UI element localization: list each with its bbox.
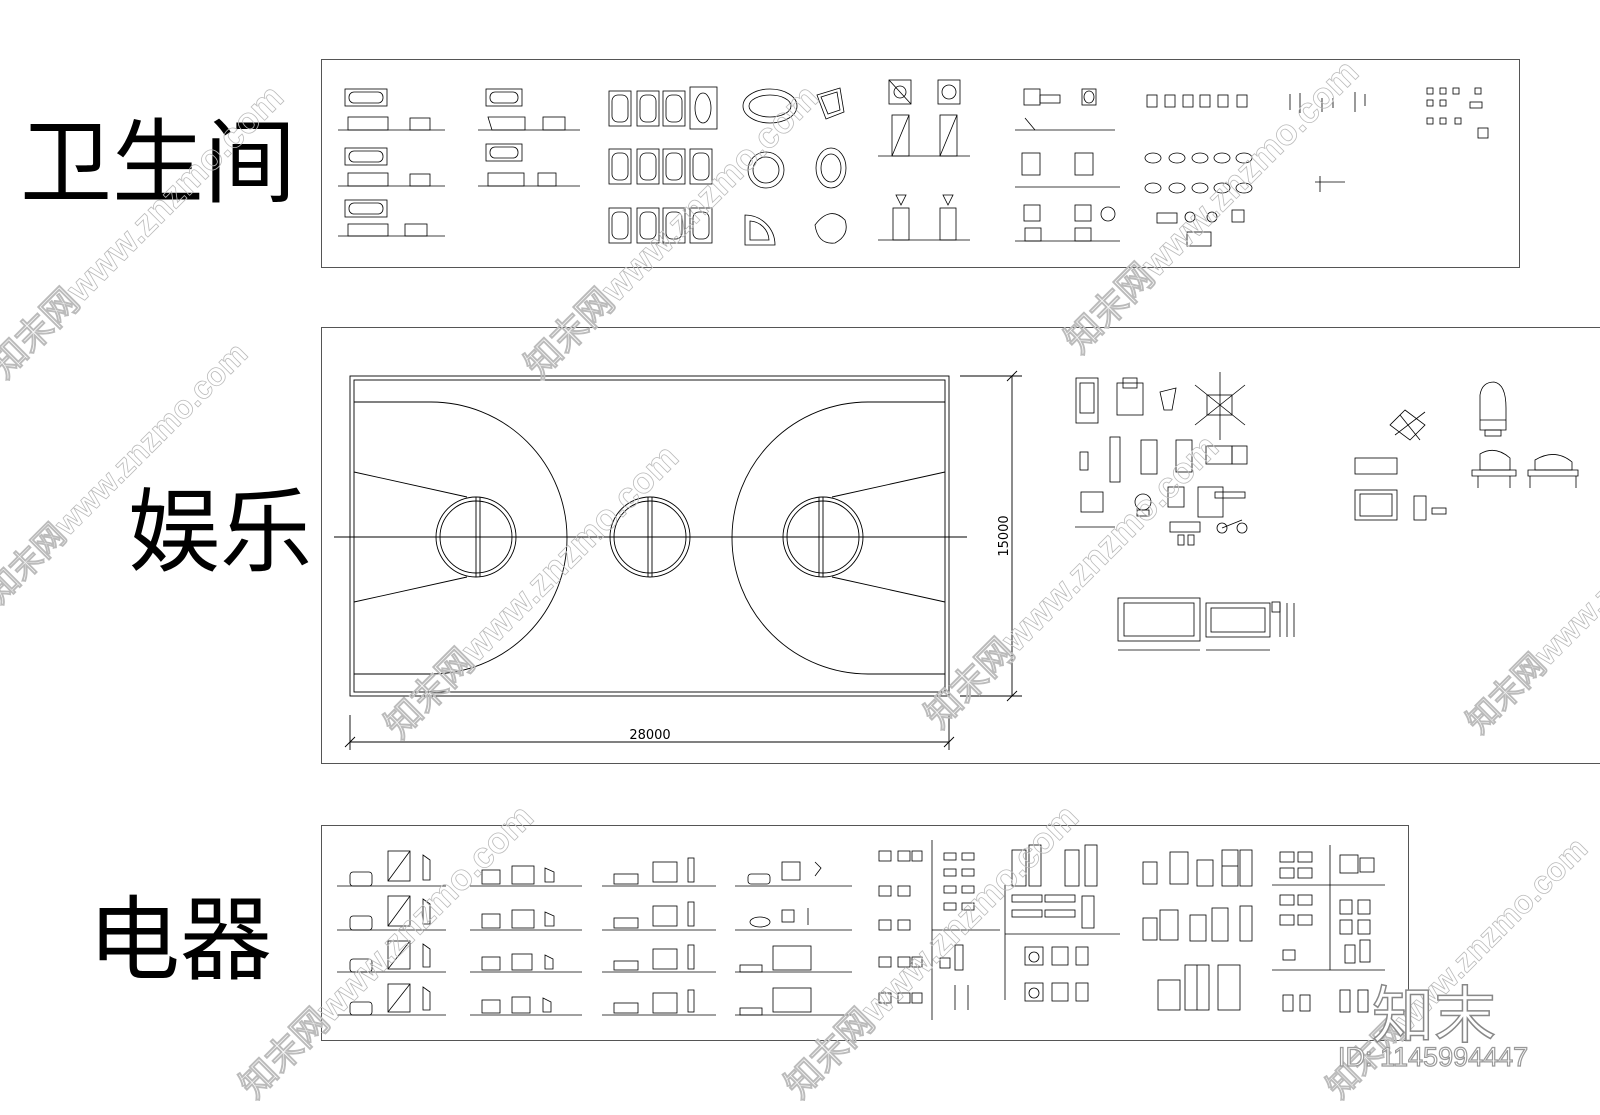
- computer-grid: [878, 840, 1000, 1020]
- svg-text:知末网www.znzmo.com: 知末网www.znzmo.com: [917, 426, 1226, 735]
- faucets: [1289, 92, 1366, 192]
- svg-text:知末网www.znzmo.com: 知末网www.znzmo.com: [1057, 51, 1366, 360]
- appliance-blocks: [337, 840, 1385, 1020]
- tv-group-3: [602, 857, 716, 1016]
- bathtub-group-2: [478, 88, 580, 187]
- wash-basins: [1144, 94, 1253, 247]
- round-tubs: [742, 87, 847, 246]
- refrigerators: [1142, 849, 1253, 1011]
- svg-text:知末网www.znzmo.com: 知末网www.znzmo.com: [0, 76, 291, 385]
- bathtub-group-1: [338, 88, 445, 237]
- kitchen-appliances: [1272, 845, 1385, 1013]
- svg-text:知末网www.znzmo.com: 知末网www.znzmo.com: [377, 436, 686, 745]
- entertainment-panel: [321, 327, 1600, 764]
- bathroom-fixtures: [338, 79, 1489, 247]
- air-conditioners: [1004, 844, 1120, 1002]
- court-height-dimension: 15000: [997, 515, 1012, 556]
- tv-group-4: [735, 861, 852, 1016]
- bathtub-plan-grid: [608, 86, 718, 244]
- asset-id: ID: 1145994447: [1337, 1041, 1529, 1072]
- basketball-court: [334, 370, 1022, 750]
- bathroom-panel: [321, 59, 1520, 268]
- section-label-entertainment: 娱乐: [128, 479, 313, 586]
- toilets: [1015, 88, 1120, 242]
- section-label-bathroom: 卫生间: [20, 110, 297, 217]
- section-label-appliances: 电器: [88, 887, 273, 994]
- bath-accessories: [1426, 87, 1489, 139]
- pianos: [1354, 381, 1579, 521]
- svg-text:知末网www.znzmo.com: 知末网www.znzmo.com: [1459, 465, 1600, 740]
- tv-group-1: [337, 850, 446, 1016]
- fitness-equipment: [1075, 372, 1248, 546]
- brand-logo: 知末: [1371, 978, 1497, 1053]
- svg-text:知末网www.znzmo.com: 知末网www.znzmo.com: [232, 796, 541, 1105]
- billiard-tables: [1117, 597, 1295, 651]
- court-width-dimension: 28000: [629, 728, 670, 743]
- svg-text:知末网www.znzmo.com: 知末网www.znzmo.com: [0, 335, 254, 610]
- shower-enclosures: [878, 79, 970, 241]
- svg-text:知末网www.znzmo.com: 知末网www.znzmo.com: [517, 76, 826, 385]
- tv-group-2: [470, 865, 582, 1016]
- svg-text:知末网www.znzmo.com: 知末网www.znzmo.com: [777, 796, 1086, 1105]
